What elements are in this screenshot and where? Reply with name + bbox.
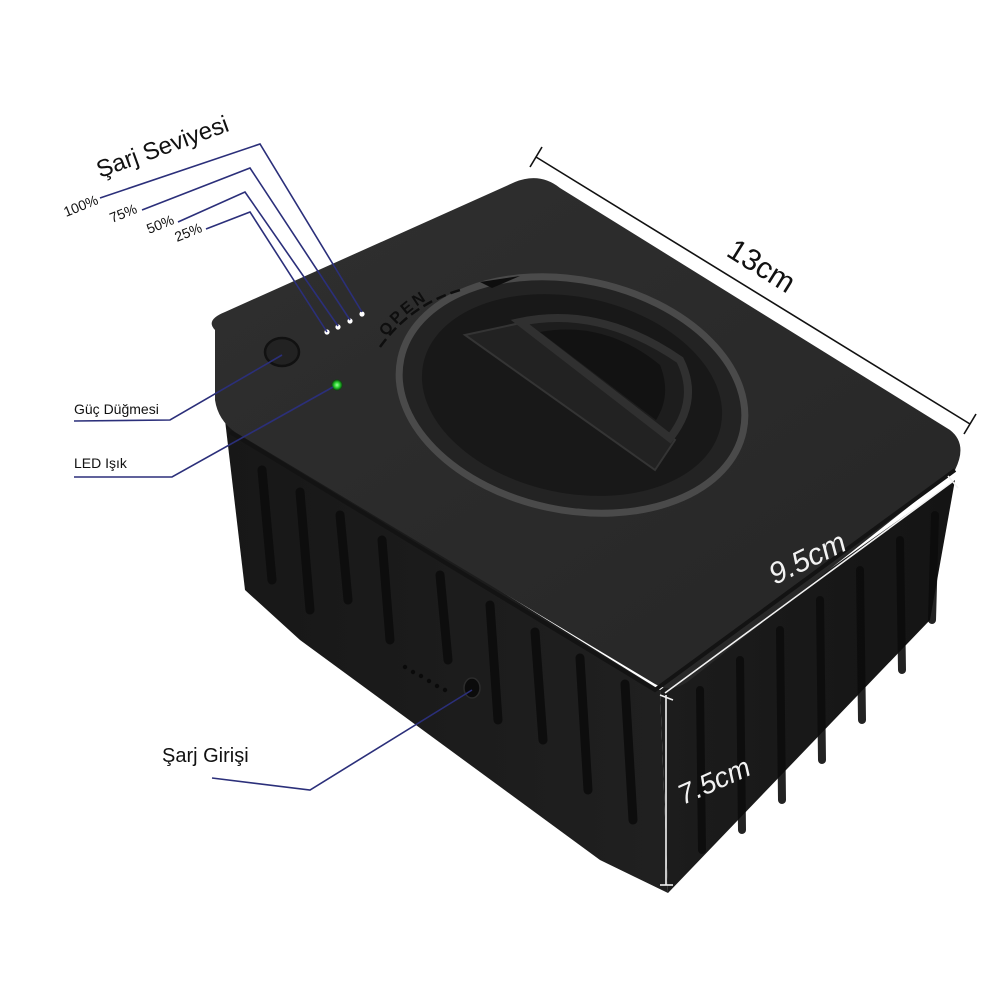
box-right-face [660,480,955,893]
power-button-leader [73,354,283,422]
charge-level-leds [324,311,365,335]
charge-level-25-label: 25% [172,219,204,244]
power-button[interactable] [263,336,301,368]
charge-level-75-label: 75% [107,200,139,225]
dimension-length-label: 13cm [721,233,801,300]
box-front-face [225,420,668,893]
led-75 [347,318,353,324]
charge-level-title: Şarj Seviyesi [93,111,233,184]
led-light-indicator [331,379,343,391]
rotating-cap[interactable] [377,246,767,544]
led-light-leader [74,386,334,478]
charge-input-port [463,677,481,699]
led-50 [335,324,341,330]
led-light-label: LED Işık [74,455,128,471]
charge-input-label: Şarj Girişi [162,745,249,767]
led-100 [359,311,365,317]
cap-handle[interactable] [462,314,692,472]
charge-level-50-label: 50% [144,211,176,236]
power-button-label: Güç Düğmesi [74,401,159,417]
charge-input-leader [211,689,473,791]
charge-level-leaders [99,143,363,333]
charge-level-100-label: 100% [61,192,100,220]
